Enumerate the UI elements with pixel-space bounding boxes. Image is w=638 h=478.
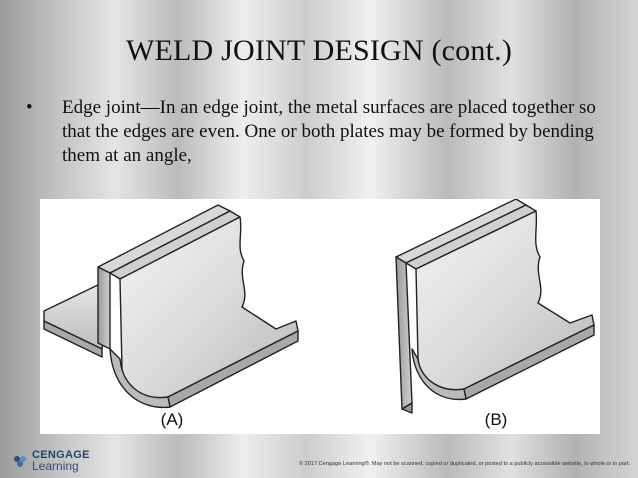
- logo-word-learning: Learning: [32, 459, 79, 473]
- edge-joint-illustration: [43, 199, 595, 414]
- joint-b-drawing: [395, 199, 595, 414]
- figure-label-a: (A): [160, 410, 184, 429]
- figure-label-b: (B): [484, 410, 508, 429]
- cengage-logo: CENGAGE Learning: [12, 449, 90, 473]
- slide-title: WELD JOINT DESIGN (cont.): [125, 34, 513, 67]
- bullet-item: • Edge joint—In an edge joint, the metal…: [26, 96, 616, 168]
- bullet-text: Edge joint—In an edge joint, the metal s…: [62, 97, 596, 166]
- edge-joint-figure: (A) (B): [40, 199, 600, 434]
- copyright-notice: © 2017 Cengage Learning®. May not be sca…: [298, 461, 630, 467]
- bullet-symbol: •: [26, 97, 33, 118]
- logo-word-cengage: CENGAGE: [32, 449, 90, 461]
- joint-a-drawing: [43, 204, 299, 409]
- cengage-logo-icon: [14, 456, 26, 467]
